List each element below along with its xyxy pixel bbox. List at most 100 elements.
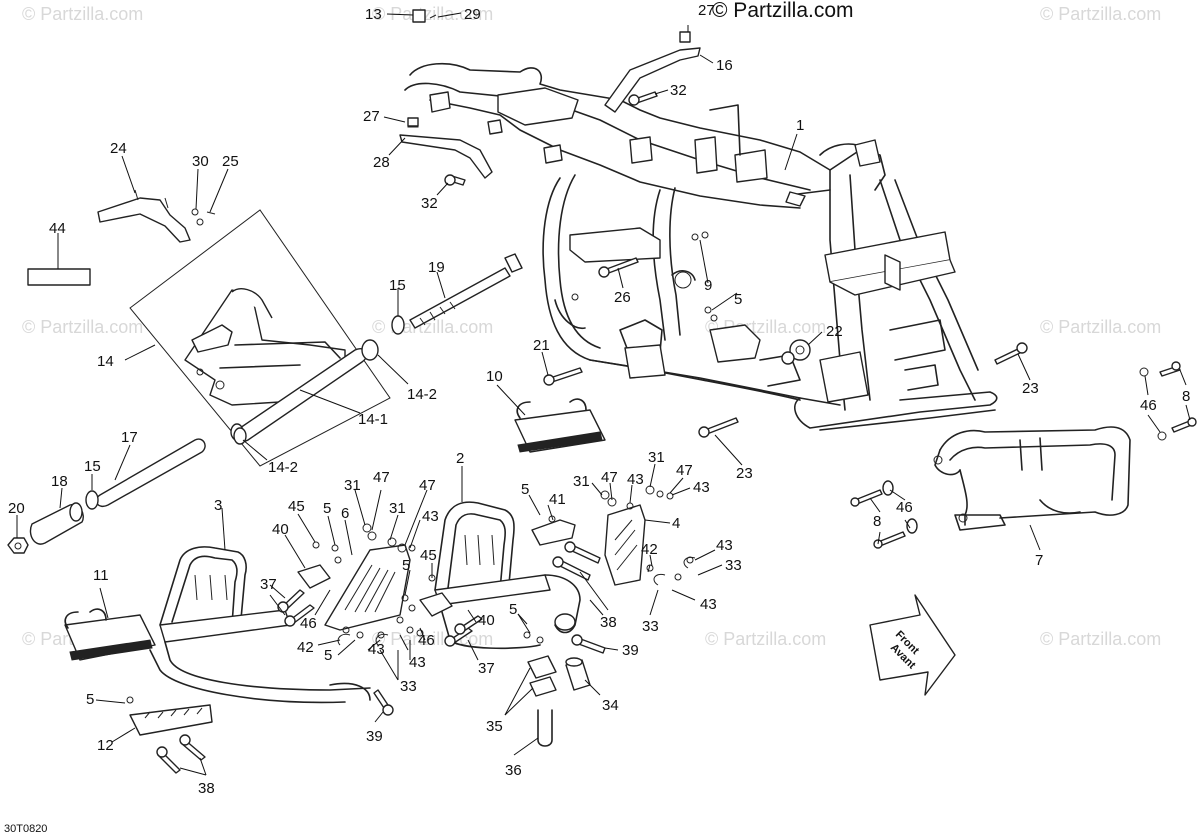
label-plate-part [27, 268, 91, 286]
callout-label: 5 [324, 647, 332, 664]
callout-label: 42 [641, 541, 658, 558]
callout-label: 46 [1140, 397, 1157, 414]
callout-label: 45 [288, 498, 305, 515]
callout-label: 43 [422, 508, 439, 525]
callout-label: 29 [464, 6, 481, 23]
callout-label: 43 [409, 654, 426, 671]
diagram-code: 30T0820 [4, 823, 47, 835]
rear-bumper-part [933, 426, 1131, 531]
callout-label: 31 [389, 500, 406, 517]
nut-part [7, 537, 29, 554]
callout-label: 1 [796, 117, 804, 134]
callout-label: 5 [323, 500, 331, 517]
callout-label: 16 [716, 57, 733, 74]
callout-label: 33 [642, 618, 659, 635]
callout-label: 47 [419, 477, 436, 494]
callout-label: 39 [366, 728, 383, 745]
callout-label: 17 [121, 429, 138, 446]
watermark: © Partzilla.com [22, 317, 143, 337]
watermark: © Partzilla.com [705, 629, 826, 649]
callout-label: 5 [86, 691, 94, 708]
watermark: © Partzilla.com [372, 4, 493, 24]
footpeg-left-part [64, 608, 156, 661]
callout-label: 27 [363, 108, 380, 125]
callout-label: 11 [93, 567, 109, 584]
callout-label: 43 [368, 641, 385, 658]
callout-label: 37 [478, 660, 495, 677]
watermark: © Partzilla.com [1040, 629, 1161, 649]
callout-label: 31 [573, 473, 590, 490]
heel-guard-left-part [324, 544, 411, 631]
callout-label: 8 [1182, 388, 1190, 405]
callout-label: 32 [670, 82, 687, 99]
callout-labels: 13 29 27 16 32 1 27 28 32 24 30 25 44 15… [8, 2, 1190, 797]
callout-label: 15 [389, 277, 406, 294]
clip-part [527, 655, 557, 697]
callout-label: 36 [505, 762, 522, 779]
callout-label: 19 [428, 259, 445, 276]
bracket-part [97, 189, 216, 243]
callout-label: 46 [896, 499, 913, 516]
callout-label: 8 [873, 513, 881, 530]
callout-label: 47 [601, 469, 618, 486]
callout-label: 40 [272, 521, 289, 538]
callout-label: 14-2 [407, 386, 437, 403]
callout-label: 40 [478, 612, 495, 629]
callout-label: 4 [672, 515, 680, 532]
callout-label: 27 [698, 2, 715, 19]
callout-label: 21 [533, 337, 550, 354]
spacer-sleeve-part [29, 502, 84, 545]
strap-bracket-part [604, 31, 701, 113]
callout-label: 23 [736, 465, 753, 482]
watermark: © Partzilla.com [1040, 4, 1161, 24]
callout-label: 2 [456, 450, 464, 467]
mount-bracket-part [297, 519, 576, 617]
callout-label: 43 [627, 471, 644, 488]
callout-label: 26 [614, 289, 631, 306]
footpeg-right-part [514, 398, 606, 453]
cable-guide-part [399, 119, 493, 179]
callout-label: 46 [418, 632, 435, 649]
callout-label: 37 [260, 576, 277, 593]
callout-label: 20 [8, 500, 25, 517]
watermark: © Partzilla.com [1040, 317, 1161, 337]
main-frame-part [404, 62, 998, 431]
callout-label: 14 [97, 353, 114, 370]
axle-shaft-part [95, 438, 206, 507]
watermark: © Partzilla.com [22, 4, 143, 24]
callout-label: 47 [373, 469, 390, 486]
front-arrow: Front Avant [869, 594, 956, 696]
callout-label: 33 [725, 557, 742, 574]
callout-label: 3 [214, 497, 222, 514]
callout-label: 7 [1035, 552, 1043, 569]
callout-label: 38 [198, 780, 215, 797]
callout-label: 31 [648, 449, 665, 466]
callout-label: 34 [602, 697, 619, 714]
watermark: © Partzilla.com [372, 317, 493, 337]
callout-label: 33 [400, 678, 417, 695]
callout-label: 41 [549, 491, 566, 508]
brand-logo: © Partzilla.com [712, 0, 854, 22]
callout-label: 6 [341, 505, 349, 522]
callout-label: 5 [402, 557, 410, 574]
swing-arm-part [184, 288, 379, 445]
callout-label: 43 [693, 479, 710, 496]
callout-label: 39 [622, 642, 639, 659]
callout-label: 38 [600, 614, 617, 631]
heel-guard-right-part [604, 504, 646, 586]
callout-label: 10 [486, 368, 503, 385]
callout-label: 13 [365, 6, 382, 23]
callout-label: 47 [676, 462, 693, 479]
callout-label: 31 [344, 477, 361, 494]
callout-label: 22 [826, 323, 843, 340]
callout-label: 18 [51, 473, 68, 490]
callout-label: 42 [297, 639, 314, 656]
leader-lines [16, 12, 1191, 776]
callout-label: 46 [300, 615, 317, 632]
callout-label: 32 [421, 195, 438, 212]
callout-label: 35 [486, 718, 503, 735]
callout-label: 14-1 [358, 411, 388, 428]
callout-label: 43 [716, 537, 733, 554]
